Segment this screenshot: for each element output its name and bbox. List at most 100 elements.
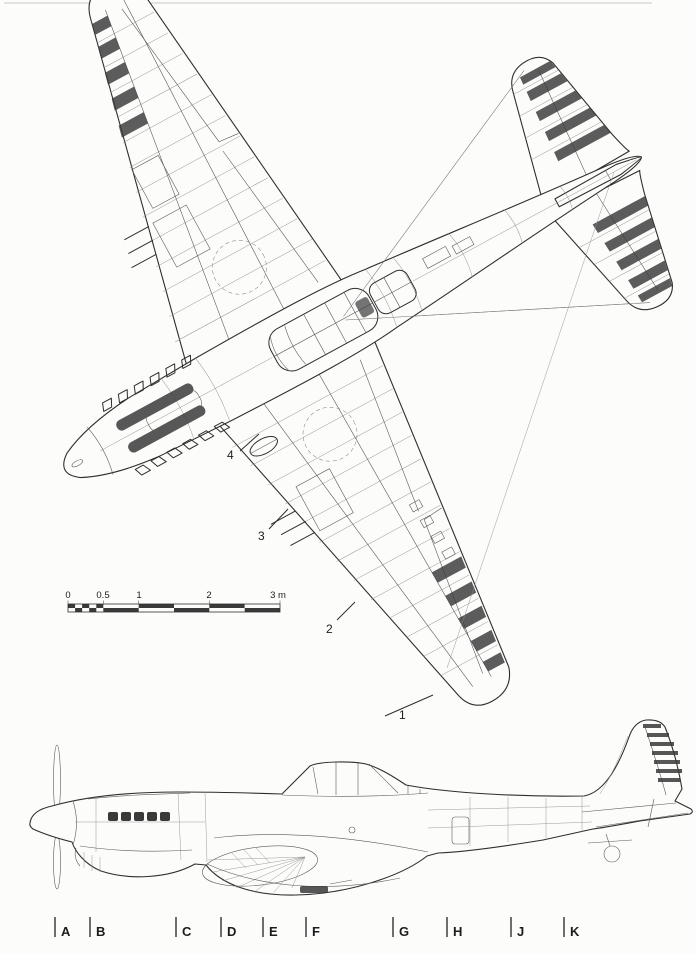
- port-wheel-well: [212, 239, 267, 295]
- rudder-hatch: [643, 724, 682, 782]
- station-letter-a: A: [61, 924, 71, 939]
- callout-2-leader: [336, 601, 356, 621]
- port-ammo-panel: [131, 155, 180, 209]
- port-gun-trough: [116, 383, 194, 431]
- scale-label-3m: 3 m: [270, 590, 286, 601]
- wing-side: [202, 834, 429, 893]
- starboard-wing: [215, 336, 511, 706]
- fuselage-port-hole: [348, 826, 356, 834]
- radiator-exit-flap: [300, 886, 328, 893]
- fin-plan: [554, 156, 643, 208]
- starboard-wing-spars: [262, 371, 492, 687]
- fuselage-centerline: [100, 159, 637, 452]
- stabilizer-ribs: [513, 70, 669, 299]
- port-wing-spars: [105, 0, 286, 342]
- rear-glazing-frames: [374, 277, 412, 308]
- callout-4-leader: [239, 433, 260, 452]
- callout-1-leader: [384, 694, 434, 717]
- scale-bar-checker: [67, 600, 281, 613]
- spinner-backplate: [87, 426, 114, 475]
- headrest: [355, 297, 375, 318]
- exhaust-stubs-side: [108, 812, 170, 821]
- tailwheel: [603, 845, 621, 863]
- plan-view: [63, 0, 673, 706]
- scale-label-0: 0: [65, 590, 70, 601]
- port-wing-outline: [88, 0, 345, 370]
- spinner-line: [72, 800, 77, 846]
- station-letter-b: B: [96, 924, 105, 939]
- callout-3-leader: [268, 508, 289, 530]
- wing-hatch-lines: [231, 847, 271, 869]
- starboard-wingtip-hatch: [431, 556, 505, 672]
- scale-label-2: 2: [206, 590, 211, 601]
- port-elevator-hatch: [519, 60, 611, 162]
- tailplane: [511, 56, 673, 311]
- station-letter-g: G: [399, 924, 409, 939]
- projection-line: [446, 171, 615, 669]
- starboard-gun-bay-panel: [295, 468, 354, 532]
- canopy-side: [281, 762, 429, 797]
- station-letter-h: H: [453, 924, 462, 939]
- station-letter-d: D: [227, 924, 236, 939]
- propeller-blade-lower: [53, 834, 61, 890]
- scale-label-1: 1: [136, 590, 141, 601]
- starboard-gun-trough: [128, 405, 206, 453]
- nose-details: [72, 791, 208, 872]
- callout-1: 1: [399, 708, 406, 722]
- canopy-plan: [268, 269, 417, 372]
- exhaust-stubs-plan: [102, 354, 231, 476]
- canopy-frames: [270, 292, 373, 371]
- gun-trough-line: [87, 792, 191, 800]
- radiator-lines: [74, 845, 193, 867]
- spinner-hub: [71, 459, 84, 468]
- port-wing-ribs: [97, 11, 326, 343]
- station-letter-c: C: [182, 924, 192, 939]
- wing-fillet-line: [213, 834, 429, 853]
- spine-access-panel-1: [422, 245, 452, 269]
- radiator-slats: [83, 852, 101, 872]
- port-aileron: [121, 8, 319, 283]
- fin-inner-line: [599, 735, 629, 795]
- near-wing-fan-ribs: [207, 856, 306, 893]
- station-letter-f: F: [312, 924, 320, 939]
- near-wingtip-outline: [202, 845, 318, 887]
- starboard-wing-outline: [215, 336, 511, 706]
- fuselage-profile: [29, 719, 693, 896]
- antenna-wires: [343, 70, 651, 321]
- station-letter-j: J: [517, 924, 524, 939]
- station-markers: A B C D E F G H J K: [54, 917, 580, 939]
- port-wing: [88, 0, 345, 370]
- radio-hatch: [451, 816, 470, 845]
- starboard-wing-ribs: [232, 365, 498, 676]
- port-wingtip-hatch: [92, 15, 148, 138]
- wing-lower-lines: [206, 863, 401, 887]
- side-view: [29, 719, 693, 896]
- cowl-panel-lines-side: [75, 791, 208, 863]
- rear-fuselage-panel-lines: [427, 796, 593, 846]
- tail-side: [581, 724, 689, 863]
- canopy-frames-side: [281, 762, 429, 797]
- mid-fuselage-details: [348, 796, 593, 846]
- station-letter-e: E: [269, 924, 278, 939]
- stabilizer-lines-side: [581, 798, 689, 828]
- oil-cooler-fairing-line: [250, 438, 278, 454]
- station-letter-k: K: [570, 924, 580, 939]
- carb-scoop: [145, 389, 203, 433]
- callout-3: 3: [258, 529, 265, 543]
- starboard-wheel-well: [302, 406, 358, 462]
- callout-4: 4: [227, 448, 234, 462]
- fuselage-outline: [63, 155, 643, 479]
- tailwheel-doors: [587, 833, 633, 847]
- scale-bar: 0 0.5 1 2 3 m: [65, 590, 286, 613]
- fuselage-plan: [63, 155, 643, 479]
- starboard-hinge-covers: [408, 499, 456, 560]
- callouts: 1 2 3 4: [227, 433, 434, 722]
- callout-2: 2: [326, 622, 333, 636]
- station-ticks: [54, 917, 565, 937]
- starboard-elevator-hatch: [592, 196, 673, 303]
- port-gun-bay-panel: [152, 204, 211, 268]
- port-gun-barrels: [124, 225, 157, 269]
- spine-access-panel-2: [451, 236, 475, 255]
